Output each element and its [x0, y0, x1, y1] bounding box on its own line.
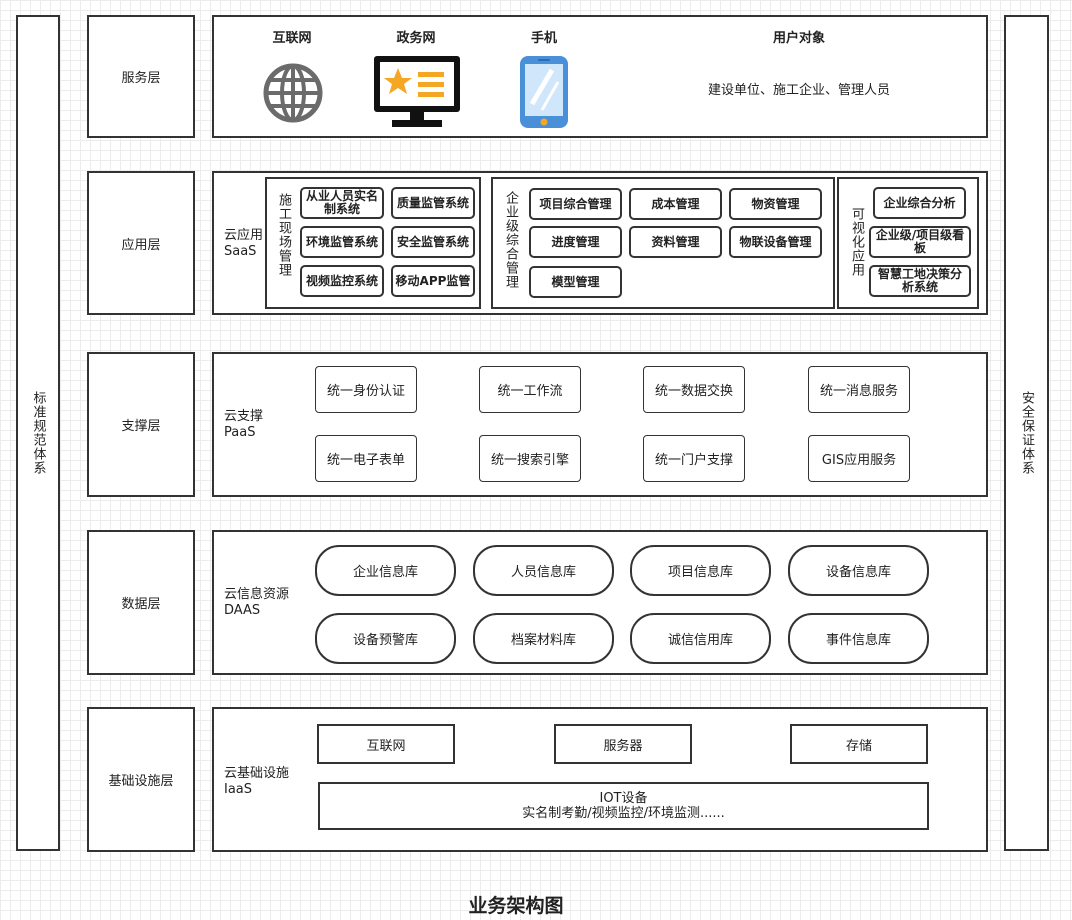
support-item-gis[interactable]: GIS应用服务 [808, 435, 910, 482]
layer-label-data: 数据层 [87, 530, 195, 675]
diagram-title: 业务架构图 [468, 895, 564, 917]
standards-system-column: 标准规范体系 [16, 15, 60, 851]
support-cloud-title: 云支撑 [224, 409, 264, 424]
infra-cloud-sub: IaaS [224, 782, 253, 797]
app-item-progress[interactable]: 进度管理 [529, 226, 622, 258]
channel-internet-label: 互联网 [272, 31, 312, 46]
infra-item-internet[interactable]: 互联网 [317, 724, 455, 764]
app-item-iot-devices[interactable]: 物联设备管理 [729, 226, 822, 258]
infra-item-servers[interactable]: 服务器 [554, 724, 692, 764]
app-item-enterprise-analysis[interactable]: 企业综合分析 [873, 187, 966, 219]
support-item-messaging[interactable]: 统一消息服务 [808, 366, 910, 413]
data-item-credit[interactable]: 诚信信用库 [630, 613, 771, 664]
data-item-personnel[interactable]: 人员信息库 [473, 545, 614, 596]
layer-label-support: 支撑层 [87, 352, 195, 497]
iot-title: IOT设备 [599, 791, 648, 806]
support-layer-panel: 云支撑 PaaS 统一身份认证 统一工作流 统一数据交换 统一消息服务 统一电子… [212, 352, 988, 497]
app-item-materials[interactable]: 物资管理 [729, 188, 822, 220]
data-item-enterprise[interactable]: 企业信息库 [315, 545, 456, 596]
infra-cloud-title: 云基础设施 [224, 766, 290, 781]
layer-label-text: 服务层 [121, 71, 161, 86]
data-item-events[interactable]: 事件信息库 [788, 613, 929, 664]
support-cloud-sub: PaaS [224, 425, 256, 440]
smartphone-icon [520, 56, 568, 128]
data-item-archives[interactable]: 档案材料库 [473, 613, 614, 664]
support-item-workflow[interactable]: 统一工作流 [479, 366, 581, 413]
layer-label-text: 应用层 [121, 237, 161, 253]
standards-system-label: 标准规范体系 [30, 391, 46, 475]
site-management-title: 施工现场管理 [276, 193, 291, 277]
security-system-label: 安全保证体系 [1019, 391, 1034, 475]
enterprise-management-title: 企业级综合管理 [503, 191, 518, 289]
app-item-video[interactable]: 视频监控系统 [300, 265, 384, 297]
app-item-project[interactable]: 项目综合管理 [529, 188, 622, 220]
app-item-dashboard[interactable]: 企业级/项目级看板 [869, 226, 971, 258]
visualization-title: 可视化应用 [849, 207, 864, 277]
layer-label-app: 应用层 [87, 171, 195, 315]
app-item-quality[interactable]: 质量监管系统 [391, 187, 475, 219]
app-item-cost[interactable]: 成本管理 [629, 188, 722, 220]
infra-item-iot[interactable]: IOT设备 实名制考勤/视频监控/环境监测...... [318, 782, 929, 830]
service-layer-panel: 互联网 政务网 手机 用户对象 建设单位、施工企业、管理人员 [212, 15, 988, 138]
data-layer-panel: 云信息资源 DAAS 企业信息库 人员信息库 项目信息库 设备信息库 设备预警库… [212, 530, 988, 675]
globe-icon [263, 63, 323, 123]
security-system-column: 安全保证体系 [1004, 15, 1049, 851]
app-cloud-title: 云应用 [224, 228, 264, 243]
app-item-mobile-app[interactable]: 移动APP监管 [391, 265, 475, 297]
support-item-data-exchange[interactable]: 统一数据交换 [643, 366, 745, 413]
users-title: 用户对象 [772, 31, 825, 46]
app-item-documents[interactable]: 资料管理 [629, 226, 722, 258]
data-item-equipment[interactable]: 设备信息库 [788, 545, 929, 596]
app-item-realname[interactable]: 从业人员实名制系统 [300, 187, 384, 219]
app-item-decision-system[interactable]: 智慧工地决策分析系统 [869, 265, 971, 297]
support-item-portal[interactable]: 统一门户支撑 [643, 435, 745, 482]
channel-mobile-label: 手机 [530, 31, 557, 46]
infra-item-storage[interactable]: 存储 [790, 724, 928, 764]
layer-label-text: 基础设施层 [108, 774, 174, 789]
iot-desc: 实名制考勤/视频监控/环境监测...... [522, 806, 725, 821]
app-layer-panel: 云应用 SaaS 施工现场管理 从业人员实名制系统 质量监管系统 环境监管系统 … [212, 171, 988, 315]
layer-label-text: 数据层 [121, 597, 161, 612]
data-item-equipment-alert[interactable]: 设备预警库 [315, 613, 456, 664]
support-item-eform[interactable]: 统一电子表单 [315, 435, 417, 482]
app-cloud-sub: SaaS [224, 244, 257, 259]
data-cloud-sub: DAAS [224, 603, 261, 618]
data-item-project[interactable]: 项目信息库 [630, 545, 771, 596]
support-item-search[interactable]: 统一搜索引擎 [479, 435, 581, 482]
monitor-star-icon [374, 56, 460, 127]
app-item-safety[interactable]: 安全监管系统 [391, 226, 475, 258]
channel-govnet-label: 政务网 [396, 31, 436, 46]
support-item-identity[interactable]: 统一身份认证 [315, 366, 417, 413]
app-item-environment[interactable]: 环境监管系统 [300, 226, 384, 258]
layer-label-service: 服务层 [87, 15, 195, 138]
infra-layer-panel: 云基础设施 IaaS 互联网 服务器 存储 IOT设备 实名制考勤/视频监控/环… [212, 707, 988, 852]
layer-label-infra: 基础设施层 [87, 707, 195, 852]
app-item-model[interactable]: 模型管理 [529, 266, 622, 298]
data-cloud-title: 云信息资源 [224, 587, 290, 602]
users-text: 建设单位、施工企业、管理人员 [707, 83, 890, 98]
layer-label-text: 支撑层 [121, 419, 161, 434]
